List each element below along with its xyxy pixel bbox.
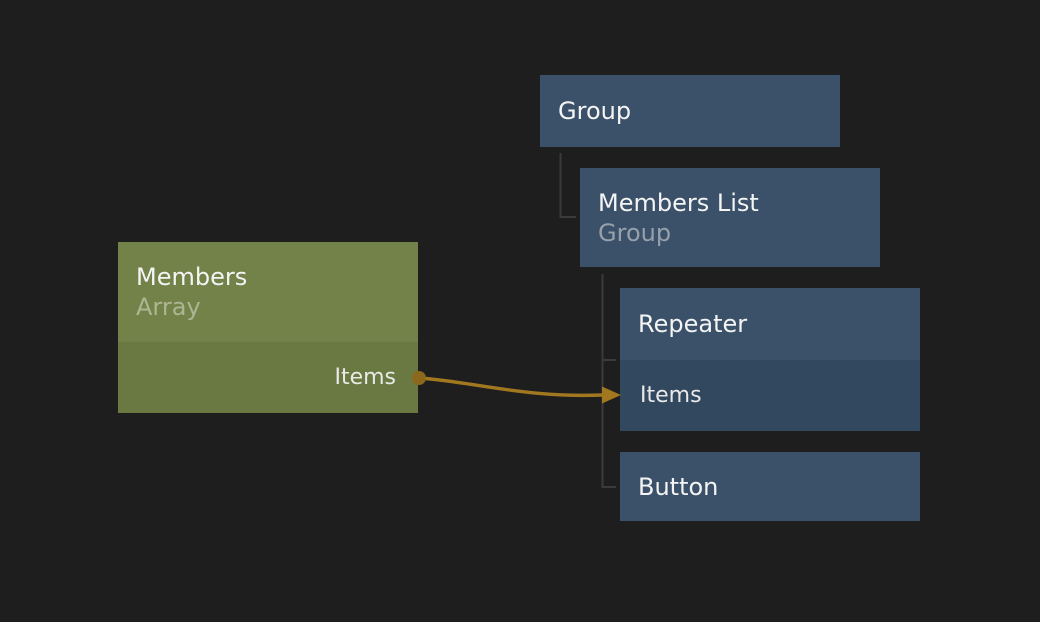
port-row-items-input[interactable]: Items: [620, 360, 920, 431]
node-members-list-header: Members List Group: [580, 168, 880, 267]
node-title: Members List: [598, 188, 759, 217]
node-group[interactable]: Group: [540, 75, 840, 147]
node-members-header: Members Array: [118, 242, 418, 342]
node-subtitle: Group: [598, 218, 672, 247]
port-label: Items: [334, 365, 396, 390]
node-members-list[interactable]: Members List Group: [580, 168, 880, 267]
node-title: Repeater: [638, 310, 748, 338]
output-port-dot-icon[interactable]: [412, 371, 426, 385]
node-title: Group: [558, 97, 632, 125]
node-members[interactable]: Members Array Items: [118, 242, 418, 413]
node-repeater-header: Repeater: [620, 288, 920, 360]
node-repeater[interactable]: Repeater Items: [620, 288, 920, 431]
tree-connector-members-list-to-children: [601, 274, 616, 488]
node-title: Button: [638, 472, 719, 501]
node-title: Members: [136, 263, 248, 291]
node-button-header: Button: [620, 452, 920, 521]
connection-wire[interactable]: [418, 376, 604, 398]
node-group-header: Group: [540, 75, 840, 147]
tree-connector-group-to-members-list: [559, 153, 576, 218]
node-button[interactable]: Button: [620, 452, 920, 521]
port-label: Items: [640, 383, 702, 408]
port-row-items-output[interactable]: Items: [118, 342, 418, 413]
connection-arrowhead-icon: [602, 386, 621, 404]
node-subtitle: Array: [136, 293, 201, 321]
